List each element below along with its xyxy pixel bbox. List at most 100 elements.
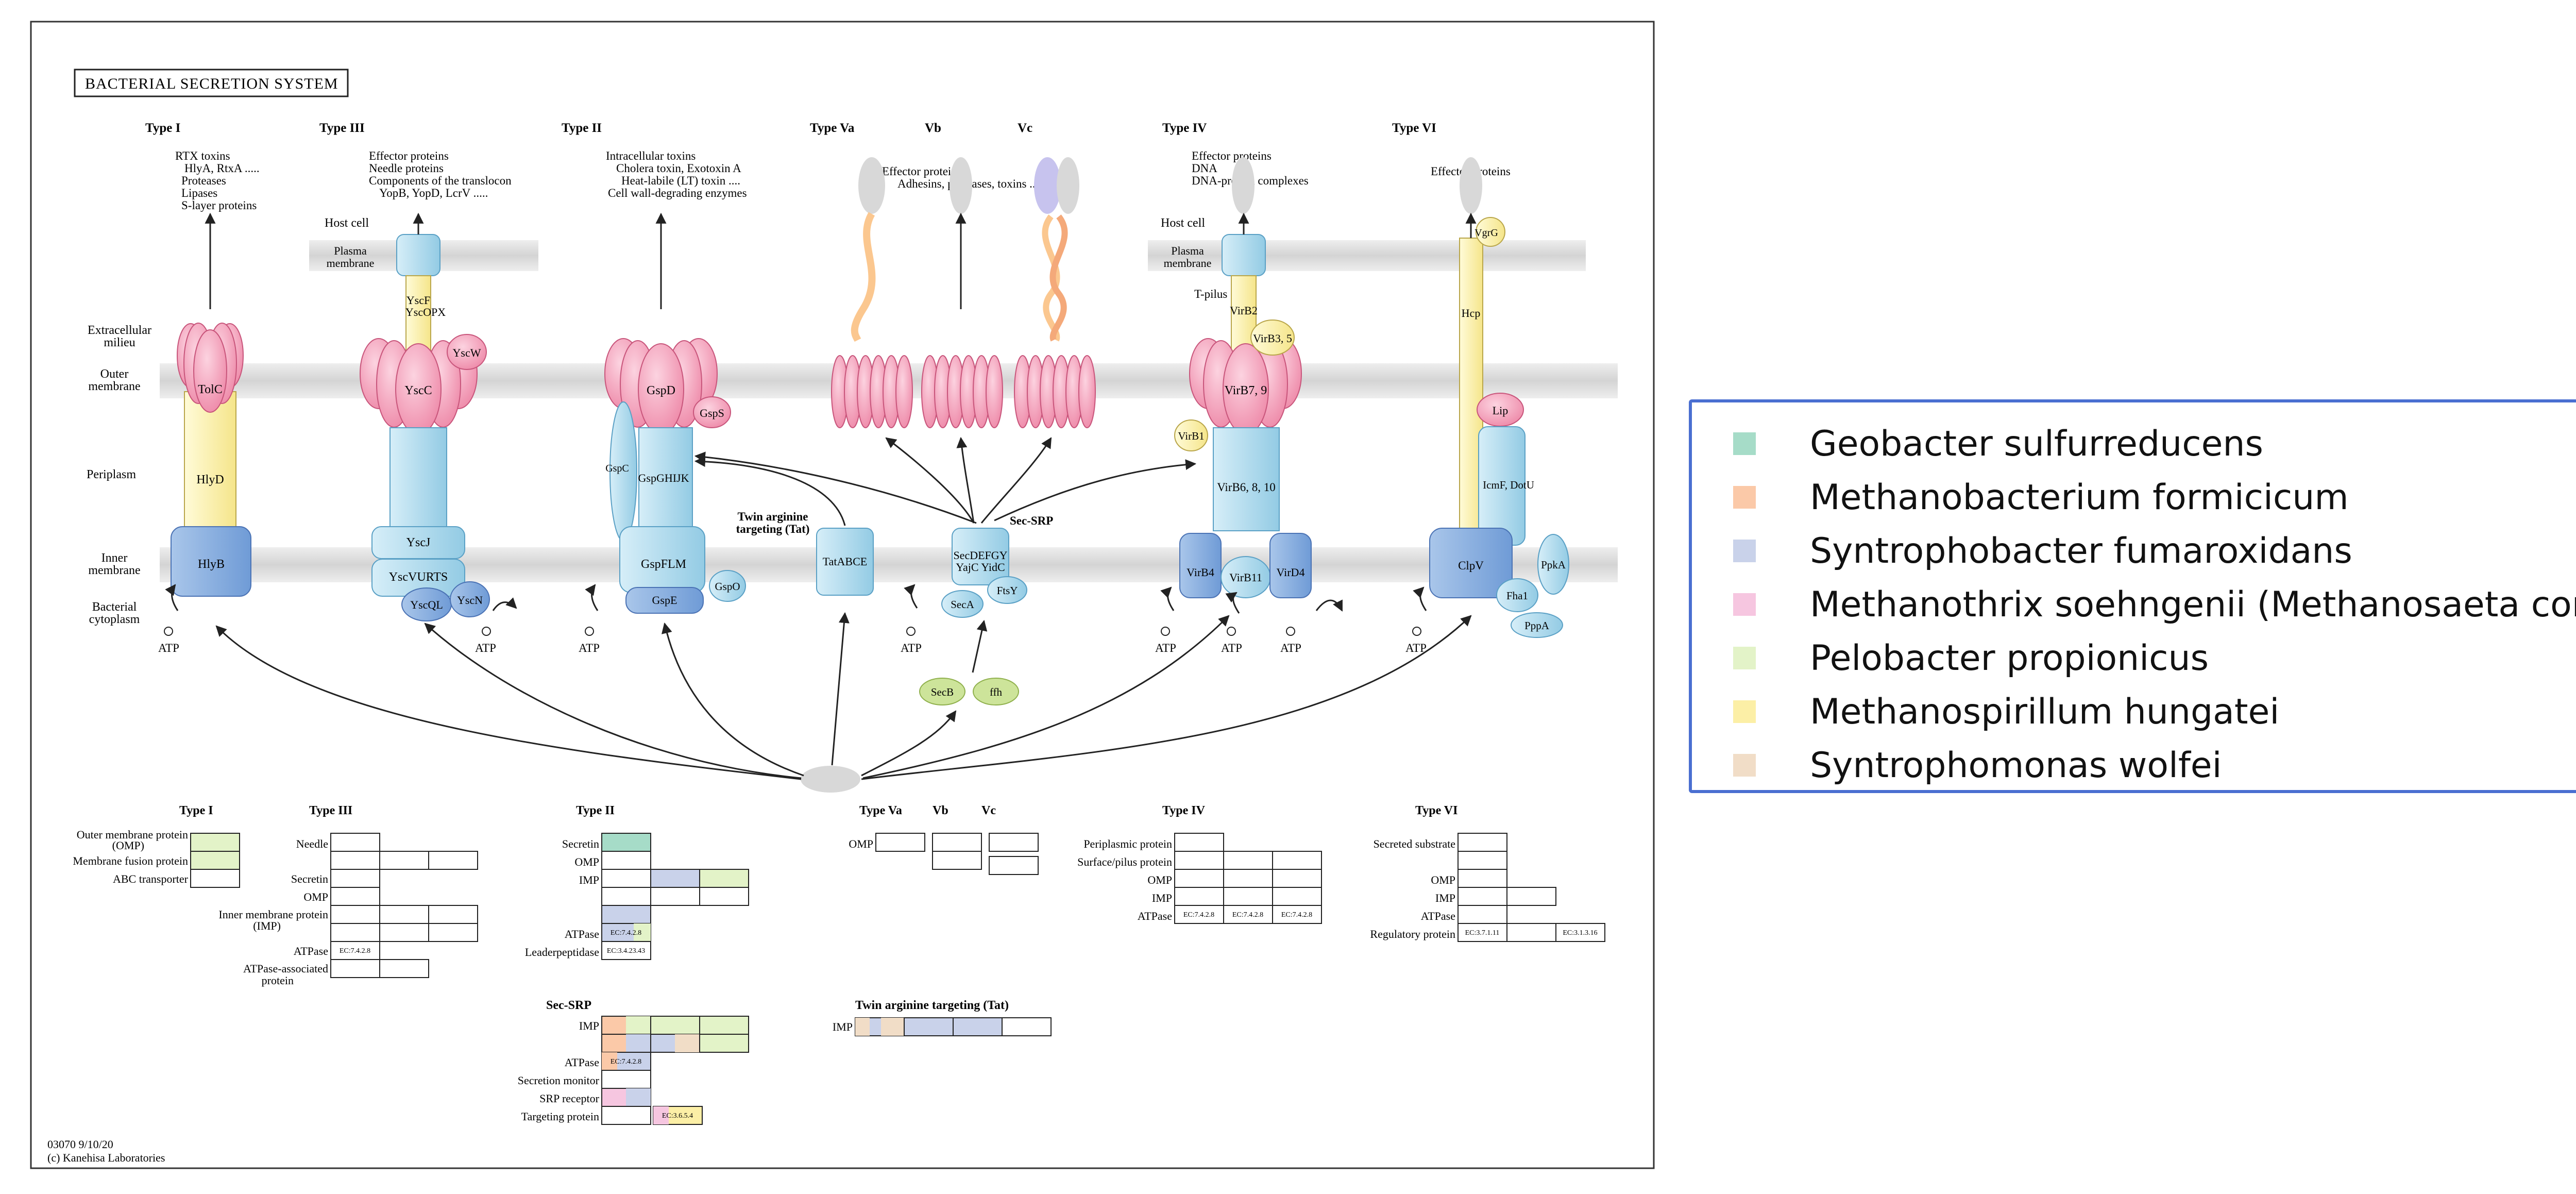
gene-cell[interactable]: [699, 1016, 749, 1035]
gene-cell[interactable]: [699, 1034, 749, 1053]
gene-cell[interactable]: [1174, 833, 1224, 852]
gene-cell[interactable]: [379, 923, 429, 942]
gene-cell[interactable]: [1458, 887, 1507, 906]
gene-cell[interactable]: [1223, 851, 1273, 870]
gene-cell[interactable]: [190, 869, 240, 888]
gsps-shape[interactable]: [693, 396, 731, 428]
gene-cell[interactable]: [1458, 833, 1507, 852]
legend-item[interactable]: Methanobacterium formicicum: [1733, 477, 2349, 518]
gene-cell[interactable]: [989, 856, 1039, 875]
gspo-shape[interactable]: [709, 570, 746, 602]
legend-item[interactable]: Methanospirillum hungatei: [1733, 691, 2279, 732]
gene-cell[interactable]: [875, 833, 925, 852]
virb79-barrel[interactable]: [1189, 338, 1302, 435]
gene-cell[interactable]: [932, 833, 982, 852]
type-iii-header: Type III: [319, 121, 365, 135]
gene-cell[interactable]: [601, 851, 651, 870]
tatabce-box[interactable]: [816, 528, 874, 596]
gspd-barrel[interactable]: [604, 338, 718, 435]
vgrg-shape[interactable]: [1476, 217, 1505, 247]
tolc-barrel[interactable]: [177, 323, 244, 413]
legend-item[interactable]: Pelobacter propionicus: [1733, 637, 2209, 679]
gene-cell[interactable]: [1272, 869, 1322, 888]
gene-cell[interactable]: [1506, 887, 1556, 906]
gene-cell[interactable]: [699, 887, 749, 906]
gene-cell[interactable]: [650, 869, 700, 888]
ec-cell[interactable]: [1458, 923, 1507, 942]
gene-cell[interactable]: [428, 923, 478, 942]
virb4-box[interactable]: [1179, 533, 1222, 598]
gene-cell[interactable]: [650, 887, 700, 906]
gene-cell[interactable]: [428, 851, 478, 870]
gene-cell[interactable]: [1174, 851, 1224, 870]
clpv-box[interactable]: [1429, 528, 1513, 598]
gene-cell[interactable]: [601, 869, 651, 888]
gene-cell[interactable]: [379, 959, 429, 978]
gene-cell[interactable]: [601, 887, 651, 906]
ffh-shape[interactable]: [973, 678, 1019, 705]
legend-item[interactable]: Methanothrix soehngenii (Methanosaeta co…: [1733, 584, 2576, 625]
ec-cell[interactable]: [1223, 905, 1273, 924]
gene-cell[interactable]: [601, 905, 651, 924]
gene-cell[interactable]: [1223, 869, 1273, 888]
secb-shape[interactable]: [919, 678, 965, 705]
gene-cell[interactable]: [601, 1106, 651, 1125]
virb6810-box[interactable]: [1213, 427, 1280, 531]
pppa-shape[interactable]: [1511, 612, 1563, 638]
atp-label: ATP: [158, 642, 179, 654]
ec-cell[interactable]: [1555, 923, 1605, 942]
gene-cell[interactable]: [953, 1017, 1003, 1036]
yscn-shape[interactable]: [450, 581, 490, 617]
type-vb-barrel[interactable]: [921, 355, 1003, 428]
gene-cell[interactable]: [1458, 905, 1507, 924]
gene-cell[interactable]: [330, 869, 380, 888]
gene-cell[interactable]: [601, 1070, 651, 1089]
fha1-shape[interactable]: [1496, 578, 1538, 612]
hlyb-box[interactable]: [171, 526, 251, 597]
ec-cell[interactable]: [601, 941, 651, 960]
ec-cell[interactable]: [1272, 905, 1322, 924]
gene-cell[interactable]: [1002, 1017, 1052, 1036]
gene-cell[interactable]: [904, 1017, 954, 1036]
virb35-shape[interactable]: [1250, 319, 1295, 356]
gene-cell[interactable]: [190, 833, 240, 852]
gene-cell[interactable]: [601, 833, 651, 852]
gene-cell[interactable]: [1174, 887, 1224, 906]
virb-d4-box[interactable]: [1269, 533, 1312, 598]
gene-cell[interactable]: [330, 851, 380, 870]
type-vc-barrel[interactable]: [1014, 355, 1096, 428]
gene-cell[interactable]: [1458, 869, 1507, 888]
gspe-box[interactable]: [625, 587, 704, 614]
gene-cell[interactable]: [650, 1016, 700, 1035]
gspghijk-box[interactable]: [638, 427, 693, 531]
legend-item[interactable]: Syntrophomonas wolfei: [1733, 745, 2222, 786]
ftsy-shape[interactable]: [987, 576, 1027, 604]
gene-cell[interactable]: [699, 869, 749, 888]
gene-cell[interactable]: [379, 905, 429, 924]
gene-cell[interactable]: [428, 905, 478, 924]
gene-cell[interactable]: [330, 887, 380, 906]
virb1-shape[interactable]: [1174, 419, 1208, 451]
gene-cell[interactable]: [1458, 851, 1507, 870]
row-label: Needle: [296, 837, 328, 850]
gene-cell[interactable]: [190, 851, 240, 870]
gene-cell[interactable]: [1506, 923, 1556, 942]
legend-item[interactable]: Geobacter sulfurreducens: [1733, 423, 2263, 464]
seca-shape[interactable]: [941, 590, 984, 618]
gene-cell[interactable]: [1272, 887, 1322, 906]
gene-cell[interactable]: [330, 923, 380, 942]
gene-cell[interactable]: [1223, 887, 1273, 906]
gene-cell[interactable]: [1272, 851, 1322, 870]
gene-cell[interactable]: [330, 833, 380, 852]
gene-cell[interactable]: [1174, 869, 1224, 888]
secdefgy-box[interactable]: [952, 528, 1009, 585]
gene-cell[interactable]: [379, 851, 429, 870]
ppka-shape[interactable]: [1537, 534, 1569, 595]
yscw-shape[interactable]: [447, 334, 487, 370]
gene-cell[interactable]: [989, 833, 1039, 852]
type-va-barrel[interactable]: [831, 355, 913, 428]
gene-cell[interactable]: [330, 959, 380, 978]
legend-item[interactable]: Syntrophobacter fumaroxidans: [1733, 530, 2352, 571]
gene-cell[interactable]: [932, 851, 982, 870]
gene-cell[interactable]: [330, 905, 380, 924]
